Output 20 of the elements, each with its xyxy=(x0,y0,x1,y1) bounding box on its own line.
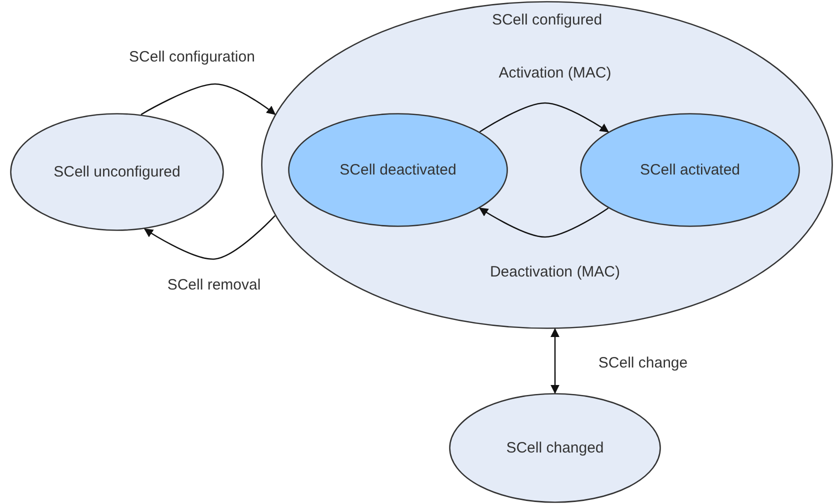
edge-label: Deactivation (MAC) xyxy=(490,264,620,280)
state-label: SCell activated xyxy=(640,162,740,178)
state-ellipse xyxy=(10,113,224,231)
state-ellipse xyxy=(449,393,661,503)
edge-label: Activation (MAC) xyxy=(498,64,612,82)
edge-label: SCell removal xyxy=(167,276,261,294)
edge-label: SCell configuration xyxy=(129,48,255,66)
state-label: SCell configured xyxy=(492,12,602,28)
state-ellipse xyxy=(580,113,800,227)
edge-label: SCell change xyxy=(598,354,688,372)
arrow xyxy=(144,215,276,260)
state-ellipse xyxy=(288,113,508,227)
state-label: SCell deactivated xyxy=(340,162,456,178)
arrow xyxy=(550,328,560,394)
state-ellipse xyxy=(261,1,833,329)
state-label: SCell changed xyxy=(506,440,604,456)
arrow xyxy=(479,102,609,132)
arrow xyxy=(140,83,276,116)
state-label: SCell unconfigured xyxy=(54,164,180,180)
arrow xyxy=(479,208,609,238)
